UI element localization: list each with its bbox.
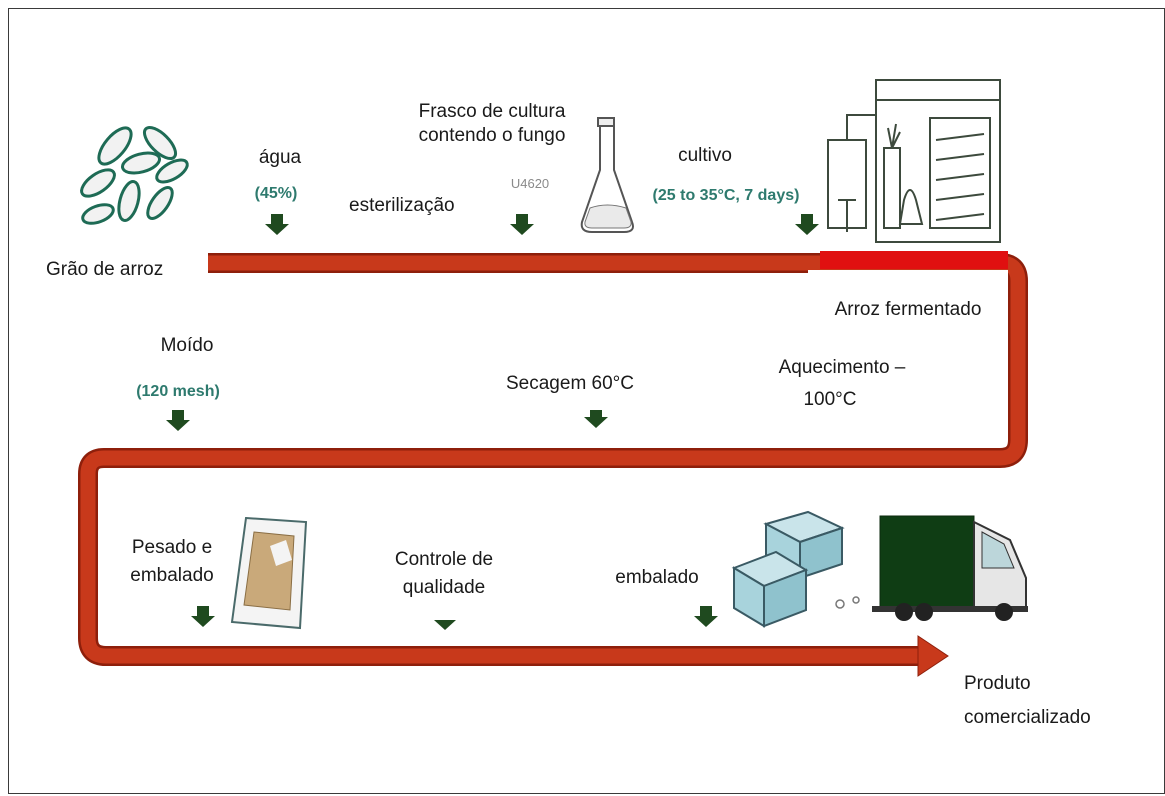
quality-control-label-line2: qualidade [402,577,486,598]
culture-flask-icon [580,117,634,233]
fermentation-chamber-icon [827,79,1001,243]
boxes-icon [731,510,845,628]
drying-label: Secagem 60°C [506,373,634,394]
rice-grain-label: Grão de arroz [46,259,164,280]
fermented-rice-label: Arroz fermentado [834,299,982,320]
arrow-packed [694,606,718,627]
process-line [78,253,1028,677]
strain-code-label: U4620 [510,176,550,191]
process-arrows [166,214,819,630]
mesh-label: (120 mesh) [136,383,220,400]
arrow-cultivation [795,214,819,235]
fermented-rice-label-box [808,270,1008,334]
arrow-weighed [191,606,215,627]
rice-grains-icon [80,125,189,225]
cultivation-conditions: (25 to 35°C, 7 days) [652,187,800,204]
truck-icon [835,515,1028,621]
arrow-flask [510,214,534,235]
heating-label-line2: 100°C [803,389,857,410]
cultivation-label: cultivo [678,145,732,166]
weighed-label-line2: embalado [130,565,214,586]
milled-label: Moído [160,335,214,356]
packed-label: embalado [615,567,699,588]
packaged-bag-icon [230,516,308,630]
arrow-water [265,214,289,235]
process-line-body [80,255,1026,664]
commercial-product-label-line1: Produto [964,673,1031,694]
arrow-drying [584,410,608,428]
fermented-rice-band [820,251,1008,269]
weighed-label-line1: Pesado e [131,537,213,558]
quality-control-label-line1: Controle de [394,549,494,570]
heating-label-line1: Aquecimento – [778,357,906,378]
arrow-milled [166,410,190,431]
commercial-product-label-line2: comercializado [964,707,1091,728]
sterilization-label: esterilização [349,195,455,216]
culture-flask-label-line1: Frasco de cultura [418,101,566,122]
culture-flask-label-line2: contendo o fungo [418,125,566,146]
arrow-quality [434,620,456,630]
process-end-arrowhead [917,635,949,677]
water-label: água [258,147,302,168]
water-percentage: (45%) [254,185,298,202]
